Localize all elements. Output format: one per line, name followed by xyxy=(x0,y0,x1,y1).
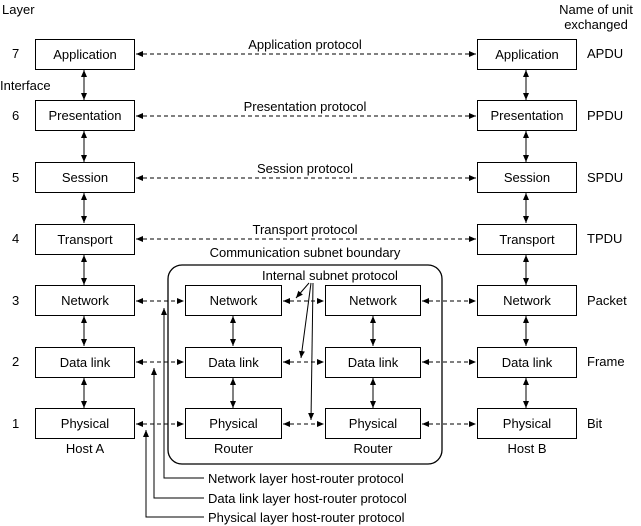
router1-physical-box: Physical xyxy=(185,408,282,439)
layer-number-1: 1 xyxy=(12,416,20,431)
host-b-application-box: Application xyxy=(477,39,577,70)
unit-ppdu: PPDU xyxy=(587,108,624,123)
layer-header: Layer xyxy=(2,2,35,17)
host-a-datalink-box: Data link xyxy=(35,347,135,378)
layer-number-6: 6 xyxy=(12,108,20,123)
layer-number-5: 5 xyxy=(12,170,20,185)
host-b-label: Host B xyxy=(507,441,547,456)
datalink-legend-leader xyxy=(151,368,204,499)
host-a-session-box: Session xyxy=(35,162,135,193)
internal-pointer-datalink xyxy=(298,282,312,359)
layer-number-4: 4 xyxy=(12,231,20,246)
router2-physical-box: Physical xyxy=(325,408,421,439)
router1-datalink-box: Data link xyxy=(185,347,282,378)
unit-packet: Packet xyxy=(587,293,627,308)
host-a-label: Host A xyxy=(65,441,105,456)
host-b-transport-box: Transport xyxy=(477,224,577,255)
unit-apdu: APDU xyxy=(587,46,624,61)
legend-physical-host-router: Physical layer host-router protocol xyxy=(208,510,405,525)
subnet-boundary-label: Communication subnet boundary xyxy=(209,245,401,260)
legend-network-host-router: Network layer host-router protocol xyxy=(208,471,404,486)
host-b-physical-box: Physical xyxy=(477,408,577,439)
host-a-network-box: Network xyxy=(35,285,135,316)
router1-label: Router xyxy=(213,441,254,456)
unit-bit: Bit xyxy=(587,416,603,431)
router2-datalink-box: Data link xyxy=(325,347,421,378)
unit-header-line1: Name of unit xyxy=(559,2,633,17)
internal-pointer-physical xyxy=(308,282,315,421)
host-a-physical-box: Physical xyxy=(35,408,135,439)
legend-datalink-host-router: Data link layer host-router protocol xyxy=(208,491,407,506)
router2-network-box: Network xyxy=(325,285,421,316)
unit-frame: Frame xyxy=(587,354,625,369)
router1-network-box: Network xyxy=(185,285,282,316)
session-protocol-label: Session protocol xyxy=(256,161,354,176)
host-b-network-box: Network xyxy=(477,285,577,316)
host-a-transport-box: Transport xyxy=(35,224,135,255)
host-b-session-box: Session xyxy=(477,162,577,193)
unit-tpdu: TPDU xyxy=(587,231,623,246)
unit-header-line2: exchanged xyxy=(564,17,628,32)
host-b-presentation-box: Presentation xyxy=(477,100,577,131)
layer-number-3: 3 xyxy=(12,293,20,308)
host-b-datalink-box: Data link xyxy=(477,347,577,378)
internal-subnet-protocol-label: Internal subnet protocol xyxy=(262,268,398,283)
host-a-application-box: Application xyxy=(35,39,135,70)
application-protocol-label: Application protocol xyxy=(248,37,362,52)
layer-number-7: 7 xyxy=(12,46,20,61)
unit-spdu: SPDU xyxy=(587,170,624,185)
host-a-presentation-box: Presentation xyxy=(35,100,135,131)
router2-label: Router xyxy=(353,441,393,456)
interface-label: Interface xyxy=(0,78,51,93)
network-legend-leader xyxy=(161,308,204,479)
layer-number-2: 2 xyxy=(12,354,20,369)
internal-pointer-network xyxy=(295,282,310,299)
transport-protocol-label: Transport protocol xyxy=(252,222,358,237)
physical-legend-leader xyxy=(143,430,204,518)
presentation-protocol-label: Presentation protocol xyxy=(243,99,367,114)
